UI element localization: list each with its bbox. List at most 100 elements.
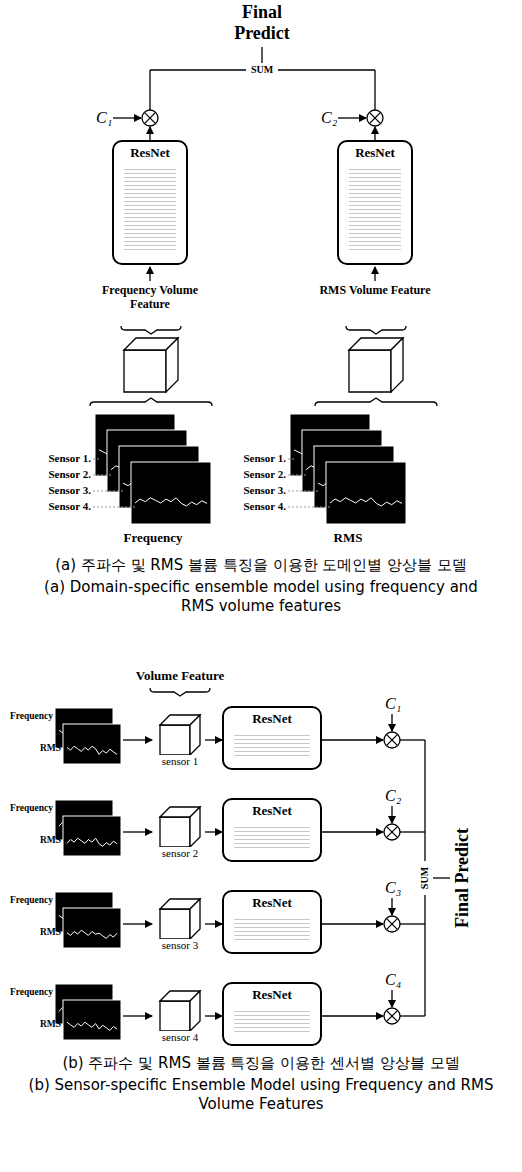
multiply-symbol	[386, 734, 397, 745]
caption: (b) Sensor-specific Ensemble Model using…	[26, 1076, 496, 1114]
signal-trace	[67, 746, 117, 754]
leader-line	[288, 491, 320, 492]
leader-line	[288, 507, 332, 508]
multiply-symbol	[386, 826, 397, 837]
domain-label: RMS	[1, 1018, 61, 1030]
leader-line	[93, 507, 137, 508]
multiply-symbol	[384, 1008, 400, 1024]
volume-cube	[160, 1001, 190, 1031]
arrow	[123, 1015, 152, 1016]
sensor-label: Sensor 1.	[238, 452, 286, 465]
brace	[121, 326, 181, 334]
arrow	[322, 923, 383, 924]
domain-label: RMS	[1, 926, 61, 938]
spectrum-image	[63, 724, 121, 764]
sensor-label: Sensor 1.	[43, 452, 91, 465]
wire	[400, 831, 425, 832]
domain-label: Frequency	[1, 986, 53, 998]
volume-cube	[190, 991, 200, 1031]
caption: (a) Domain-specific ensemble model using…	[26, 578, 496, 616]
leader-line	[93, 475, 113, 476]
resnet-box: ResNet	[222, 706, 322, 770]
wire	[400, 1015, 425, 1016]
leader-line	[288, 459, 296, 460]
output-label: Final Predict	[222, 2, 302, 44]
feature-label: Frequency Volume Feature	[90, 283, 210, 311]
arrow	[391, 714, 392, 731]
leader-line	[93, 459, 101, 460]
model-name: ResNet	[224, 984, 320, 1003]
multiply-symbol	[144, 112, 155, 123]
volume-cube	[190, 807, 200, 847]
sensor-name: sensor 4	[155, 1031, 205, 1044]
caption: (a) 주파수 및 RMS 볼륨 특징을 이용한 도메인별 앙상블 모델	[26, 556, 496, 575]
domain-label: RMS	[300, 530, 396, 546]
domain-label: Frequency	[105, 530, 201, 546]
spectrum-image	[131, 462, 211, 524]
volume-cube-node: sensor 4	[155, 989, 205, 1044]
model-name: ResNet	[224, 800, 320, 819]
brace	[346, 326, 406, 334]
caption: (b) 주파수 및 RMS 볼륨 특징을 이용한 센서별 앙상블 모델	[26, 1054, 496, 1073]
connector-arrow	[205, 739, 222, 740]
brace	[150, 688, 210, 696]
spectrum-image	[326, 462, 406, 524]
weight-label: C₄	[385, 970, 403, 990]
volume-cube	[155, 897, 205, 939]
arrow	[322, 1015, 383, 1016]
volume-cube	[155, 713, 205, 755]
arrow	[322, 831, 383, 832]
weight-label: C₁	[385, 694, 403, 714]
volume-cube	[391, 338, 403, 392]
connector-arrow	[205, 1015, 222, 1016]
volume-cube-node: sensor 1	[155, 713, 205, 768]
spectrum-image	[63, 1000, 121, 1040]
resnet-box: ResNet	[222, 982, 322, 1046]
model-name: ResNet	[224, 892, 320, 911]
volume-cube	[166, 338, 178, 392]
sum-label: SUM	[418, 861, 432, 895]
sensor-label: Sensor 2.	[43, 468, 91, 481]
model-name: ResNet	[224, 708, 320, 727]
sum-label: SUM	[246, 63, 278, 77]
sensor-label: Sensor 2.	[238, 468, 286, 481]
domain-label: Frequency	[1, 710, 53, 722]
multiply-symbol	[386, 1010, 397, 1021]
model-name: ResNet	[339, 142, 411, 161]
network-layers	[234, 916, 310, 942]
sensor-name: sensor 1	[155, 755, 205, 768]
spectrum-image	[63, 816, 121, 856]
multiply-symbol	[386, 1010, 397, 1021]
arrow	[123, 831, 152, 832]
resnet-box: ResNet	[222, 798, 322, 862]
sensor-name: sensor 3	[155, 939, 205, 952]
volume-cube	[155, 989, 205, 1031]
volume-cube-node: sensor 3	[155, 897, 205, 952]
arrow	[123, 739, 152, 740]
brace	[315, 398, 437, 406]
multiply-symbol	[384, 824, 400, 840]
connector-arrow	[205, 831, 222, 832]
multiply-symbol	[369, 112, 380, 123]
arrow	[322, 739, 383, 740]
weight-label: C₂	[385, 786, 403, 806]
resnet-box: ResNet	[222, 890, 322, 954]
domain-label: Frequency	[1, 802, 53, 814]
volume-cube	[190, 715, 200, 755]
spectrum-image	[63, 908, 121, 948]
leader-line	[288, 475, 308, 476]
network-layers	[124, 166, 176, 253]
output-label: Final Predict	[452, 823, 472, 933]
connector-arrow	[205, 923, 222, 924]
wire	[400, 739, 425, 740]
volume-cube	[349, 350, 391, 392]
sensor-label: Sensor 4.	[43, 500, 91, 513]
arrow	[123, 923, 152, 924]
arrow	[391, 806, 392, 823]
domain-label: RMS	[1, 834, 61, 846]
weight-label: C₁	[96, 108, 114, 128]
feature-label: RMS Volume Feature	[315, 283, 435, 297]
network-layers	[234, 824, 310, 850]
volume-cube	[155, 805, 205, 847]
multiply-symbol	[384, 916, 400, 932]
